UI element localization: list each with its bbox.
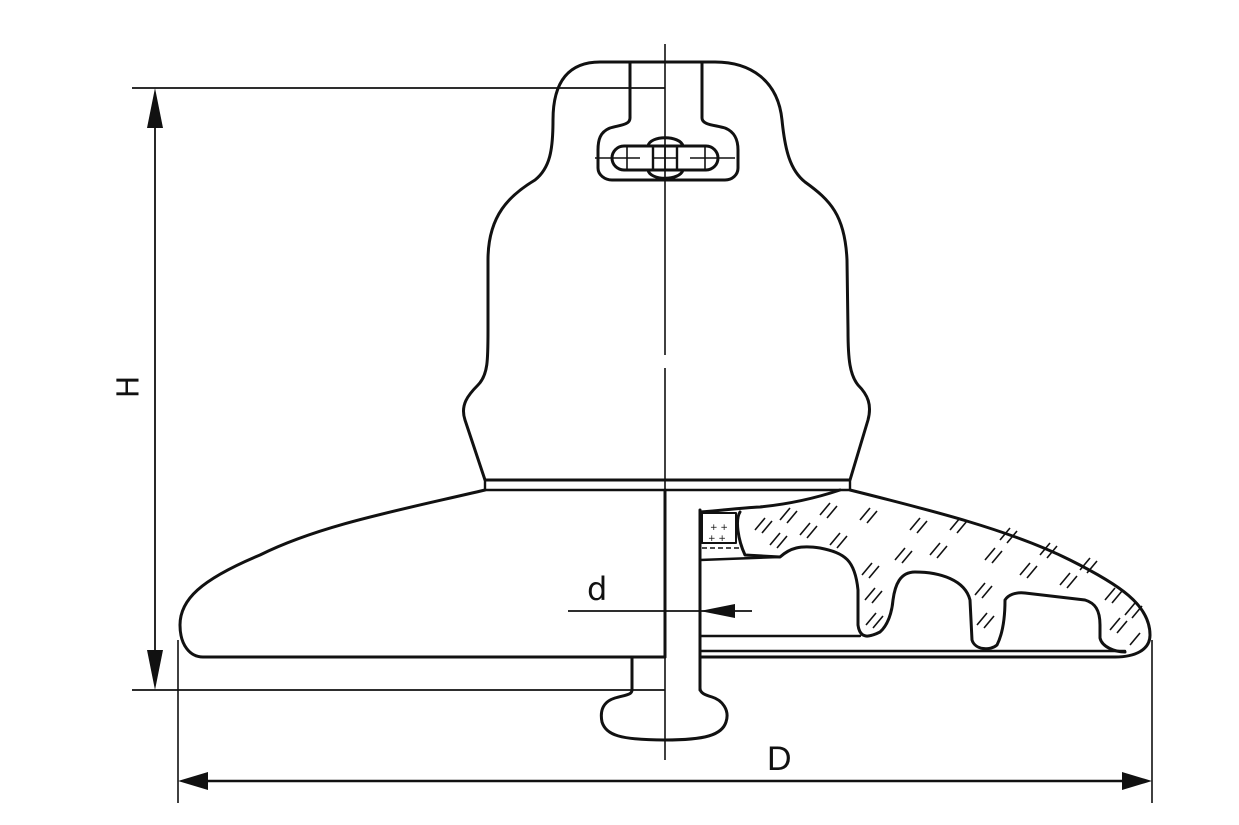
dimension-label-d-diameter: D [767, 740, 792, 778]
dimension-h [132, 87, 665, 691]
cap [462, 60, 872, 482]
svg-text:+ +: + + [710, 523, 728, 533]
pin [599, 655, 729, 742]
cement-band [483, 478, 852, 492]
dimension-d-diameter [177, 640, 1153, 803]
disc-right-section: + + + + [698, 488, 1152, 692]
dimension-label-h: H [111, 375, 147, 399]
disc-left-half [178, 488, 667, 659]
dimension-label-pin-d: d [587, 570, 608, 608]
dimension-pin-d [568, 604, 752, 618]
svg-text:+ +: + + [708, 534, 726, 544]
section-hatching [754, 502, 1143, 646]
